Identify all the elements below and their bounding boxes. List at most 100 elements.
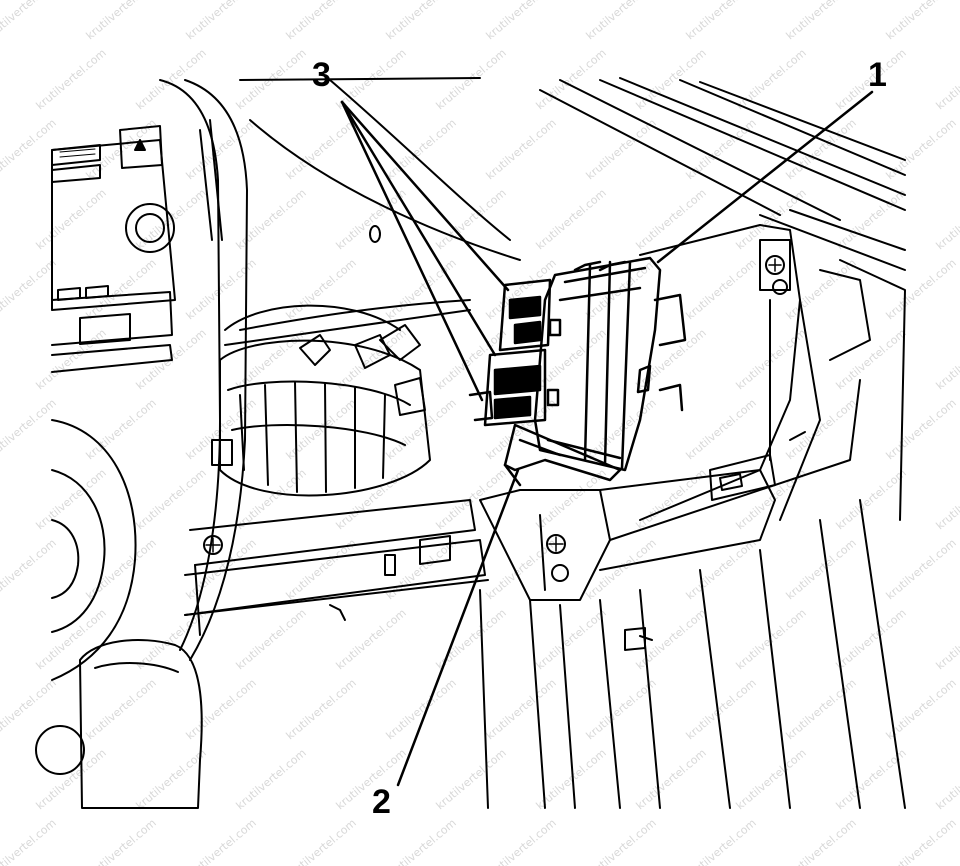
watermark-text: krutilvertel.com <box>184 116 259 182</box>
callout-1: 1 <box>868 56 887 94</box>
watermark-text: krutilvertel.com <box>484 676 559 742</box>
watermark-text: krutilvertel.com <box>584 256 659 322</box>
leader-line-1 <box>656 90 874 264</box>
leader-line-3c <box>340 100 484 402</box>
watermark-text: krutilvertel.com <box>934 186 960 252</box>
dash-upper-surface <box>224 77 521 346</box>
watermark-text: krutilvertel.com <box>734 46 809 112</box>
watermark-text: krutilvertel.com <box>884 396 959 462</box>
watermark-text: krutilvertel.com <box>884 0 959 42</box>
watermark-text: krutilvertel.com <box>34 186 109 252</box>
watermark-text: krutilvertel.com <box>634 186 709 252</box>
watermark-text: krutilvertel.com <box>684 816 759 866</box>
watermark-text: krutilvertel.com <box>184 396 259 462</box>
watermark-text: krutilvertel.com <box>534 186 609 252</box>
leader-line-3b <box>340 100 497 357</box>
watermark-text: krutilvertel.com <box>284 0 359 42</box>
watermark-text: krutilvertel.com <box>234 746 309 812</box>
watermark-text: krutilvertel.com <box>384 816 459 866</box>
watermark-text: krutilvertel.com <box>234 186 309 252</box>
watermark-text: krutilvertel.com <box>584 116 659 182</box>
connectors <box>468 278 552 427</box>
watermark-text: krutilvertel.com <box>734 326 809 392</box>
cowl-lines <box>539 77 906 271</box>
watermark-text: krutilvertel.com <box>34 606 109 672</box>
watermark-text: krutilvertel.com <box>384 676 459 742</box>
watermark-text: krutilvertel.com <box>784 816 859 866</box>
leader-line-2 <box>396 468 520 787</box>
watermark-text: krutilvertel.com <box>34 746 109 812</box>
watermark-text: krutilvertel.com <box>784 396 859 462</box>
watermark-text: krutilvertel.com <box>0 116 59 182</box>
watermark-text: krutilvertel.com <box>934 326 960 392</box>
watermark-text: krutilvertel.com <box>84 396 159 462</box>
watermark-text: krutilvertel.com <box>0 396 59 462</box>
watermark-text: krutilvertel.com <box>784 0 859 42</box>
watermark-text: krutilvertel.com <box>784 676 859 742</box>
watermark-text: krutilvertel.com <box>684 0 759 42</box>
watermark-text: krutilvertel.com <box>934 46 960 112</box>
watermark-text: krutilvertel.com <box>834 466 909 532</box>
watermark-text: krutilvertel.com <box>34 466 109 532</box>
callout-3: 3 <box>312 56 331 94</box>
watermark-text: krutilvertel.com <box>84 256 159 322</box>
watermark-text: krutilvertel.com <box>184 676 259 742</box>
watermark-text: krutilvertel.com <box>34 326 109 392</box>
watermark-text: krutilvertel.com <box>934 606 960 672</box>
mounting-bracket <box>639 224 906 521</box>
watermark-text: krutilvertel.com <box>884 536 959 602</box>
watermark-text: krutilvertel.com <box>584 0 659 42</box>
watermark-text: krutilvertel.com <box>934 746 960 812</box>
watermark-text: krutilvertel.com <box>134 186 209 252</box>
watermark-text: krutilvertel.com <box>484 0 559 42</box>
watermark-text: krutilvertel.com <box>634 46 709 112</box>
watermark-text: krutilvertel.com <box>834 606 909 672</box>
watermark-text: krutilvertel.com <box>684 116 759 182</box>
watermark-text: krutilvertel.com <box>234 606 309 672</box>
watermark-text: krutilvertel.com <box>0 256 59 322</box>
watermark-text: krutilvertel.com <box>784 536 859 602</box>
dash-vent <box>51 144 101 166</box>
watermark-text: krutilvertel.com <box>84 816 159 866</box>
watermark-text: krutilvertel.com <box>384 0 459 42</box>
callout-2: 2 <box>372 783 391 821</box>
steering-column <box>35 419 137 775</box>
watermark-text: krutilvertel.com <box>534 606 609 672</box>
watermark-text: krutilvertel.com <box>34 46 109 112</box>
watermark-text: krutilvertel.com <box>0 0 59 42</box>
watermark-text: krutilvertel.com <box>634 746 709 812</box>
watermark-text: krutilvertel.com <box>0 676 59 742</box>
watermark-text: krutilvertel.com <box>134 466 209 532</box>
watermark-text: krutilvertel.com <box>934 466 960 532</box>
watermark-text: krutilvertel.com <box>684 256 759 322</box>
cross-beam <box>184 499 489 636</box>
leader-line-3a <box>340 100 510 292</box>
watermark-text: krutilvertel.com <box>134 46 209 112</box>
watermark-text: krutilvertel.com <box>0 816 59 866</box>
watermark-text: krutilvertel.com <box>684 396 759 462</box>
watermark-text: krutilvertel.com <box>84 676 159 742</box>
watermark-text: krutilvertel.com <box>284 816 359 866</box>
watermark-text: krutilvertel.com <box>584 676 659 742</box>
watermark-text: krutilvertel.com <box>484 116 559 182</box>
watermark-text: krutilvertel.com <box>84 536 159 602</box>
watermark-text: krutilvertel.com <box>184 0 259 42</box>
watermark-text: krutilvertel.com <box>734 746 809 812</box>
watermark-text: krutilvertel.com <box>184 256 259 322</box>
watermark-text: krutilvertel.com <box>884 816 959 866</box>
blower-assembly <box>211 304 431 497</box>
lower-left-trim <box>79 639 203 809</box>
watermark-text: krutilvertel.com <box>334 606 409 672</box>
watermark-text: krutilvertel.com <box>884 116 959 182</box>
watermark-text: krutilvertel.com <box>584 816 659 866</box>
watermark-text: krutilvertel.com <box>684 536 759 602</box>
radio-panel <box>51 125 176 373</box>
watermark-text: krutilvertel.com <box>834 326 909 392</box>
watermark-text: krutilvertel.com <box>184 816 259 866</box>
watermark-text: krutilvertel.com <box>534 46 609 112</box>
watermark-text: krutilvertel.com <box>334 466 409 532</box>
watermark-text: krutilvertel.com <box>84 0 159 42</box>
body-control-module <box>533 256 687 472</box>
